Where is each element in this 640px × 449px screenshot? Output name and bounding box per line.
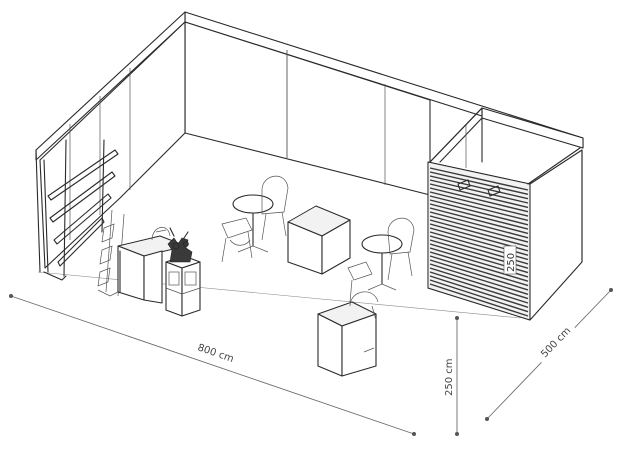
- slat: [429, 215, 529, 243]
- slat: [429, 203, 529, 230]
- wall-shelf: [43, 139, 119, 281]
- storage-height-label: 250: [506, 253, 517, 272]
- slat: [429, 167, 529, 191]
- slat: [429, 187, 529, 213]
- front-counter: [317, 301, 377, 377]
- slat: [429, 279, 529, 313]
- slat: [429, 171, 529, 195]
- depth-label: 500 cm: [539, 325, 573, 360]
- slat: [429, 275, 529, 308]
- slat: [429, 211, 529, 239]
- dimension-height: 250 cm: [441, 316, 459, 436]
- slat: [429, 271, 529, 304]
- slat: [429, 263, 529, 295]
- slat: [429, 251, 529, 282]
- slat: [429, 199, 529, 226]
- storage-height-label-group: 250: [503, 245, 517, 275]
- storage-lamps: [457, 179, 501, 197]
- bistro-table-right: [347, 217, 415, 303]
- left-wall: [35, 11, 186, 273]
- slat: [429, 267, 529, 300]
- slat: [429, 175, 529, 200]
- slat: [429, 219, 529, 248]
- front-counter-chair: [349, 291, 379, 321]
- slat: [429, 283, 529, 317]
- slat: [429, 195, 529, 222]
- robot-model: [167, 227, 193, 263]
- back-wall: [184, 11, 584, 196]
- slat: [429, 207, 529, 235]
- slat: [429, 183, 529, 209]
- slat: [429, 179, 529, 204]
- slat: [429, 191, 529, 217]
- height-label: 250 cm: [444, 358, 455, 396]
- bistro-table-left: [221, 175, 289, 263]
- slat: [429, 259, 529, 291]
- counter-chair: [151, 227, 171, 241]
- cube-seat: [287, 205, 351, 275]
- display-cube: [165, 255, 201, 317]
- slat: [429, 255, 529, 287]
